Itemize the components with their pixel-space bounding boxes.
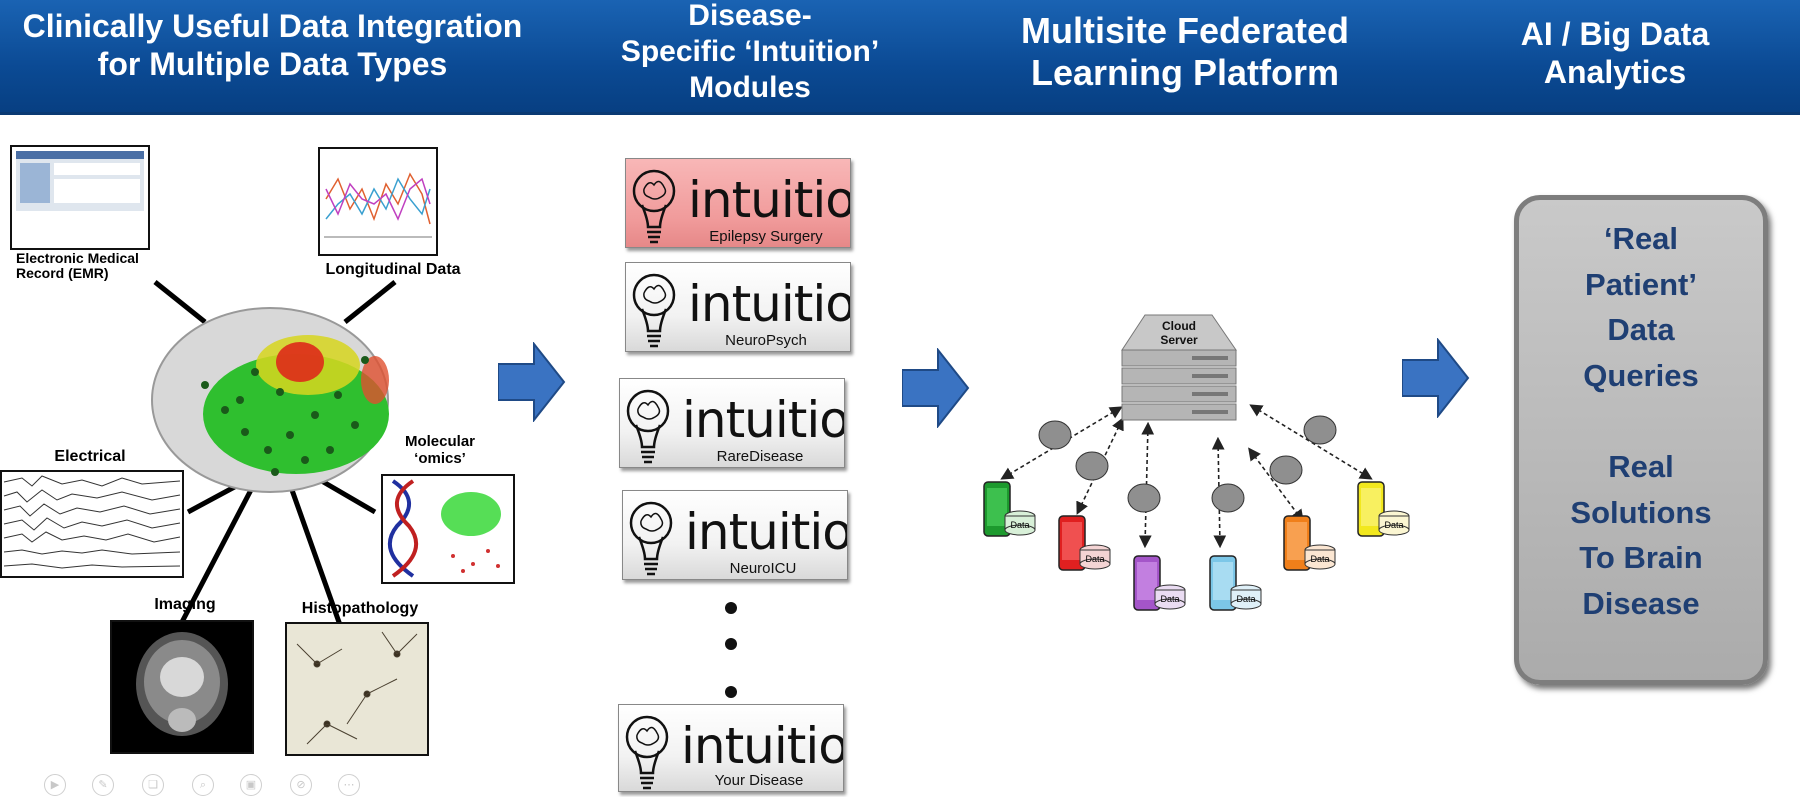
module-label: Epilepsy Surgery	[709, 228, 823, 245]
brain-icon	[1038, 420, 1072, 450]
copy-icon[interactable]: ❏	[142, 774, 164, 796]
module-neuropsych[interactable]: intuition NeuroPsych	[625, 262, 851, 352]
ellipsis-dot	[725, 686, 737, 698]
electrical-caption: Electrical	[54, 448, 126, 465]
screen-icon[interactable]: ▣	[240, 774, 262, 796]
analytics-result-box: ‘Real Patient’ Data Queries Real Solutio…	[1514, 195, 1768, 685]
brain-icon	[1269, 455, 1303, 485]
emr-screenshot-thumbnail	[10, 145, 150, 250]
server-label-line2: Server	[1160, 333, 1198, 347]
zoom-icon[interactable]: ⌕	[192, 774, 214, 796]
result-text-solutions: Real Solutions To Brain Disease	[1570, 449, 1712, 621]
more-icon[interactable]: ⋯	[338, 774, 360, 796]
module-label: Your Disease	[714, 772, 804, 789]
brain-icon	[1127, 483, 1161, 513]
brain-heatmap-icon	[151, 307, 389, 493]
longitudinal-caption: Longitudinal Data	[325, 261, 461, 278]
module-wordmark: intuition	[688, 171, 850, 229]
phone-device-icon: Data	[1357, 481, 1410, 537]
slash-icon[interactable]: ⊘	[290, 774, 312, 796]
lightbulb-brain-icon	[629, 501, 673, 576]
svg-text:Data: Data	[1010, 520, 1029, 530]
lightbulb-brain-icon	[632, 273, 676, 348]
cloud-server-icon	[1121, 314, 1237, 421]
module-wordmark: intuition	[681, 717, 843, 775]
result-text-queries: ‘Real Patient’ Data Queries	[1583, 221, 1699, 393]
module-wordmark: intuition	[682, 391, 844, 449]
pen-icon[interactable]: ✎	[92, 774, 114, 796]
header-col2-title: Disease-Specific ‘Intuition’Modules	[620, 0, 880, 104]
svg-text:Data: Data	[1085, 554, 1104, 564]
phone-device-icon: Data	[983, 481, 1036, 537]
module-label: NeuroICU	[729, 560, 797, 577]
module-rare-disease[interactable]: intuition RareDisease	[619, 378, 845, 468]
right-arrow-icon	[498, 342, 566, 422]
right-arrow-icon	[1402, 338, 1470, 418]
federated-network-diagram: Cloud Server	[1000, 314, 1373, 549]
phone-device-icon: Data	[1133, 555, 1186, 611]
ellipsis-dot	[725, 638, 737, 650]
brain-icon	[1303, 415, 1337, 445]
omics-thumbnail	[381, 474, 515, 584]
phone-device-icon: Data	[1283, 515, 1336, 571]
phone-device-icon: Data	[1209, 555, 1262, 611]
module-epilepsy-surgery[interactable]: intuition Epilepsy Surgery	[625, 158, 851, 248]
module-neuro-icu[interactable]: intuition NeuroICU	[622, 490, 848, 580]
data-integration-graphic	[151, 280, 397, 626]
module-wordmark: intuition	[685, 503, 847, 561]
server-label-line1: Cloud	[1162, 319, 1196, 333]
histopathology-thumbnail	[285, 622, 429, 756]
brain-icon	[1075, 451, 1109, 481]
histopathology-caption: Histopathology	[301, 600, 419, 617]
lightbulb-brain-icon	[626, 389, 670, 464]
mri-scan-thumbnail	[110, 620, 254, 754]
svg-text:Data: Data	[1160, 594, 1179, 604]
brain-icon	[1211, 483, 1245, 513]
phone-device-icon: Data	[1058, 515, 1111, 571]
lightbulb-brain-icon	[625, 715, 669, 790]
right-arrow-icon	[902, 348, 970, 428]
eeg-trace-thumbnail	[0, 470, 184, 578]
svg-text:Data: Data	[1310, 554, 1329, 564]
imaging-caption: Imaging	[154, 596, 216, 613]
ellipsis-dot	[725, 602, 737, 614]
module-wordmark: intuition	[688, 275, 850, 333]
module-label: RareDisease	[716, 448, 804, 465]
lightbulb-brain-icon	[632, 169, 676, 244]
svg-text:Data: Data	[1384, 520, 1403, 530]
module-label: NeuroPsych	[725, 332, 807, 349]
svg-text:Data: Data	[1236, 594, 1255, 604]
longitudinal-chart-thumbnail	[318, 147, 438, 256]
play-icon[interactable]: ▶	[44, 774, 66, 796]
molecular-caption: Molecular‘omics’	[404, 433, 476, 467]
module-your-disease[interactable]: intuition Your Disease	[618, 704, 844, 792]
